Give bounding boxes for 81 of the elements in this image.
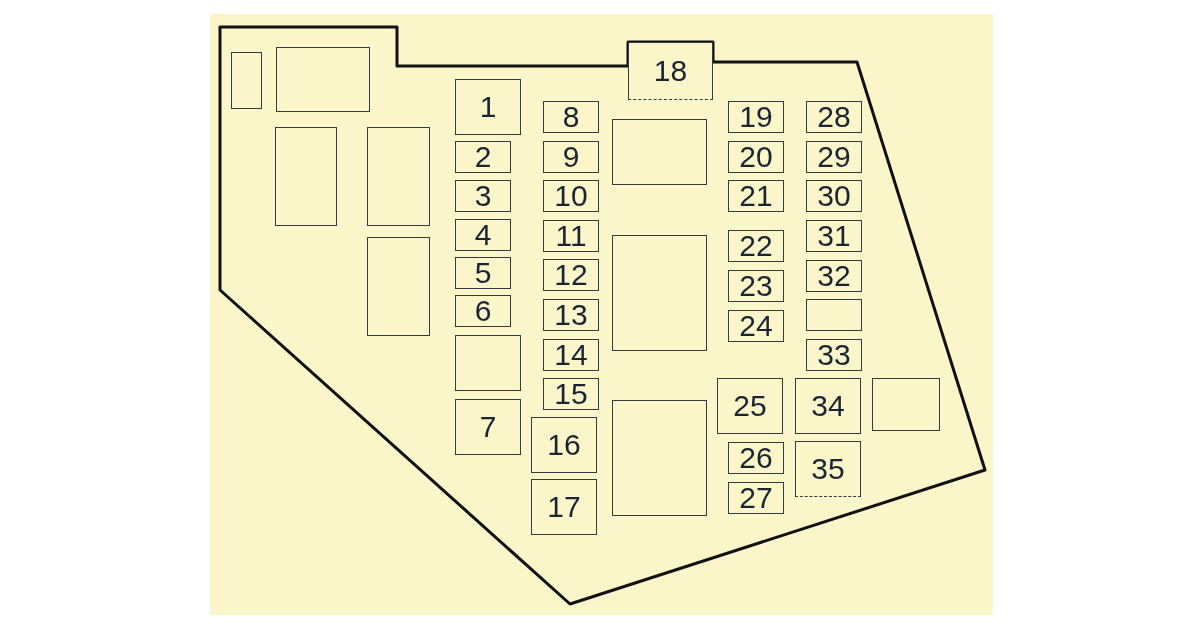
fuse-slot xyxy=(728,310,784,342)
fuse-number: 33 xyxy=(817,340,851,370)
fuse-number: 26 xyxy=(739,443,773,473)
fuse-slot xyxy=(628,42,713,100)
fuse-slot xyxy=(806,101,862,133)
empty-slot xyxy=(872,378,940,431)
fuse-number: 25 xyxy=(733,391,767,421)
empty-slot xyxy=(231,52,262,109)
empty-slot xyxy=(276,47,370,112)
fuse-number: 9 xyxy=(562,142,580,172)
empty-slot xyxy=(275,127,337,226)
empty-slot xyxy=(806,299,862,331)
fuse-number: 4 xyxy=(474,220,492,250)
fuse-slot xyxy=(543,259,599,291)
fuse-number: 8 xyxy=(562,102,580,132)
fuse-number: 22 xyxy=(739,231,773,261)
fuse-number: 3 xyxy=(474,181,492,211)
fuse-number: 14 xyxy=(554,340,588,370)
fuse-number: 29 xyxy=(817,142,851,172)
fuse-slot xyxy=(717,378,783,434)
fuse-slot xyxy=(455,257,511,289)
empty-slot xyxy=(367,237,430,336)
fuse-slot xyxy=(728,180,784,212)
fuse-number: 30 xyxy=(817,181,851,211)
fuse-slot xyxy=(455,79,521,135)
fuse-number: 7 xyxy=(479,412,497,442)
fuse-slot xyxy=(728,442,784,474)
fuse-number: 19 xyxy=(739,102,773,132)
empty-slot xyxy=(612,235,707,351)
fuse-slot xyxy=(795,378,861,434)
fuse-slot xyxy=(531,417,597,473)
fuse-number: 24 xyxy=(739,311,773,341)
fuse-number: 11 xyxy=(555,221,587,251)
fuse-slot xyxy=(806,141,862,173)
fuse-number: 23 xyxy=(739,271,773,301)
fuse-slot xyxy=(543,141,599,173)
fuse-number: 18 xyxy=(653,56,688,86)
fuse-slot xyxy=(806,180,862,212)
fuse-slot xyxy=(531,479,597,535)
fuse-number: 27 xyxy=(739,483,773,513)
fuse-number: 5 xyxy=(474,258,492,288)
fuse-slot xyxy=(728,141,784,173)
fuse-number: 12 xyxy=(554,260,588,290)
fuse-slot xyxy=(455,399,521,455)
empty-slot xyxy=(455,335,521,391)
fuse-slot xyxy=(795,441,861,497)
fuse-number: 34 xyxy=(811,391,845,421)
fuse-number: 16 xyxy=(547,430,581,460)
fuse-number: 31 xyxy=(817,221,851,251)
fuse-number: 20 xyxy=(739,142,773,172)
fuse-slot xyxy=(728,270,784,302)
fuse-slot xyxy=(806,339,862,371)
fuse-number: 2 xyxy=(474,142,492,172)
fuse-number: 28 xyxy=(817,102,851,132)
fuse-slot xyxy=(455,180,511,212)
fuse-slot xyxy=(543,378,599,410)
fuse-slot xyxy=(543,339,599,371)
fuse-number: 32 xyxy=(817,261,851,291)
fuse-number: 15 xyxy=(554,379,588,409)
empty-slot xyxy=(612,119,707,185)
fuse-slot xyxy=(455,295,511,327)
fuse-number: 1 xyxy=(479,92,497,122)
fuse-slot xyxy=(455,219,511,251)
fuse-slot xyxy=(543,101,599,133)
fuse-slot xyxy=(728,230,784,262)
fuse-slot xyxy=(543,299,599,331)
fuse-slot xyxy=(455,141,511,173)
fuse-number: 17 xyxy=(547,492,581,522)
empty-slot xyxy=(612,400,707,516)
empty-slot xyxy=(367,127,430,226)
fuse-slot xyxy=(543,180,599,212)
fuse-slot xyxy=(728,101,784,133)
fuse-number: 6 xyxy=(474,296,492,326)
fuse-number: 35 xyxy=(811,454,845,484)
fuse-number: 13 xyxy=(554,300,588,330)
fuse-slot xyxy=(728,482,784,514)
fuse-number: 10 xyxy=(554,181,588,211)
fuse-slot xyxy=(806,220,862,252)
fuse-number: 21 xyxy=(739,181,773,211)
fuse-slot xyxy=(806,260,862,292)
fuse-slot xyxy=(543,220,599,252)
